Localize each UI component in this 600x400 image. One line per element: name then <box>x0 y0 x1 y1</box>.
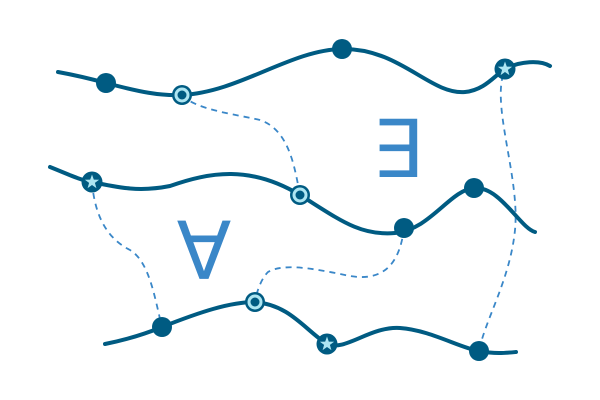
ring-node <box>245 292 265 312</box>
dashed-link-top-star-to-bottom-dot <box>478 74 517 352</box>
dot-node <box>152 317 172 337</box>
dot-node <box>464 178 484 198</box>
star-node <box>494 58 516 80</box>
dot-node <box>332 39 352 59</box>
dashed-link-top-ring-to-middle-ring <box>181 94 301 196</box>
dashed-link-middle-star-to-bottom-dot <box>91 181 163 328</box>
star-icon <box>84 174 100 189</box>
dot-node <box>394 218 414 238</box>
star-icon <box>319 336 335 351</box>
ring-node <box>172 85 192 105</box>
dashed-link-middle-dot-to-bottom-ring <box>254 227 405 303</box>
exists-symbol: ∃ <box>372 103 423 196</box>
ring-node <box>290 185 310 205</box>
strand-top <box>56 46 552 98</box>
forall-symbol: ∀ <box>177 205 232 298</box>
star-node <box>81 171 103 193</box>
star-icon <box>497 61 513 76</box>
dot-node <box>469 341 489 361</box>
dot-node <box>96 73 116 93</box>
star-node <box>316 333 338 355</box>
